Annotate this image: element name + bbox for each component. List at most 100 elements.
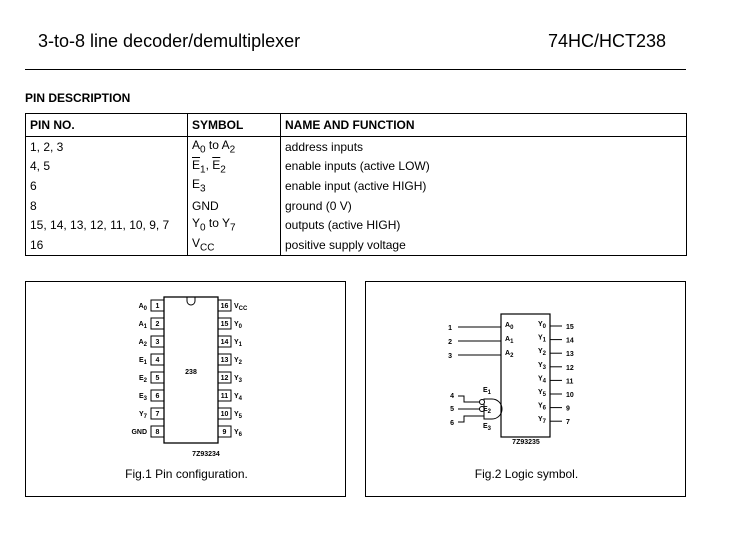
pin-number: 12 xyxy=(221,375,229,382)
pin-cell: 4, 5 xyxy=(25,156,188,177)
col-pin: PIN NO. xyxy=(25,113,188,137)
pin-number: 5 xyxy=(156,375,160,382)
pin-label: A0 xyxy=(139,303,148,312)
figure-caption: Fig.2 Logic symbol. xyxy=(474,467,579,481)
function-cell: address inputs xyxy=(280,136,687,157)
function-cell: enable input (active HIGH) xyxy=(280,176,687,196)
pin-number: 4 xyxy=(156,357,160,364)
pin-box xyxy=(217,353,232,366)
pin-box xyxy=(150,407,165,420)
output-label: Y2 xyxy=(538,348,547,357)
pin-box xyxy=(217,299,232,312)
symbol-cell: VCC xyxy=(187,234,281,256)
output-pin-number: 11 xyxy=(566,378,574,385)
output-label: Y0 xyxy=(538,321,547,330)
pin-label: Y6 xyxy=(234,429,243,438)
output-label: Y3 xyxy=(538,362,547,371)
enable-line xyxy=(458,395,481,403)
pin-box xyxy=(217,335,232,348)
enable-pin-number: 5 xyxy=(450,406,454,413)
diagram-code: 7Z93234 xyxy=(192,451,220,458)
inversion-bubble xyxy=(479,399,485,405)
pin-box xyxy=(217,389,232,402)
chip-body xyxy=(163,296,219,444)
pin-box xyxy=(150,371,165,384)
chip-notch xyxy=(186,297,196,306)
pin-box xyxy=(150,317,165,330)
figure-caption: Fig.1 Pin configuration. xyxy=(125,467,248,481)
pin-box xyxy=(150,353,165,366)
pin-box xyxy=(150,335,165,348)
part-number: 74HC/HCT238 xyxy=(548,31,667,51)
pin-cell: 6 xyxy=(25,176,188,196)
symbol-cell: Y0 to Y7 xyxy=(187,215,281,235)
pin-label: Y7 xyxy=(139,411,148,420)
pin-number: 8 xyxy=(156,429,160,436)
pin-label: E2 xyxy=(139,375,148,384)
input-label: A0 xyxy=(505,322,514,331)
pin-label: Y5 xyxy=(234,411,243,420)
pin-number: 6 xyxy=(156,393,160,400)
output-label: Y4 xyxy=(538,375,547,384)
pin-number: 16 xyxy=(221,303,229,310)
input-pin-number: 2 xyxy=(448,339,452,346)
input-pin-number: 3 xyxy=(448,353,452,360)
col-symbol: SYMBOL xyxy=(187,113,281,137)
function-cell: positive supply voltage xyxy=(280,234,687,256)
pin-number: 9 xyxy=(223,429,227,436)
pin-box xyxy=(217,425,232,438)
pin-label: A2 xyxy=(139,339,148,348)
pin-number: 13 xyxy=(221,357,229,364)
enable-label: E3 xyxy=(483,423,492,432)
function-cell: outputs (active HIGH) xyxy=(280,215,687,235)
section-title: PIN DESCRIPTION xyxy=(25,91,131,105)
pin-label: Y0 xyxy=(234,321,243,330)
pin-number: 3 xyxy=(156,339,160,346)
pin-label: Y2 xyxy=(234,357,243,366)
pin-box xyxy=(217,407,232,420)
input-label: A1 xyxy=(505,336,514,345)
pin-cell: 15, 14, 13, 12, 11, 10, 9, 7 xyxy=(25,215,188,235)
pin-label: E1 xyxy=(139,357,148,366)
pin-number: 11 xyxy=(221,393,229,400)
function-cell: enable inputs (active LOW) xyxy=(280,156,687,177)
pin-number: 2 xyxy=(156,321,160,328)
pin-number: 15 xyxy=(221,321,229,328)
pin-label: Y1 xyxy=(234,339,243,348)
pin-label: Y4 xyxy=(234,393,243,402)
output-pin-number: 9 xyxy=(566,406,570,413)
pin-label: GND xyxy=(131,429,147,436)
output-pin-number: 12 xyxy=(566,365,574,372)
pin-box xyxy=(217,371,232,384)
pin-number: 1 xyxy=(156,303,160,310)
pin-description-table: PIN NO. SYMBOL NAME AND FUNCTION 1, 2, 3… xyxy=(25,113,687,256)
header-rule xyxy=(25,69,686,70)
pin-label: E3 xyxy=(139,393,148,402)
inversion-bubble xyxy=(479,406,485,412)
output-pin-number: 13 xyxy=(566,351,574,358)
pin-box xyxy=(217,317,232,330)
enable-pin-number: 6 xyxy=(450,420,454,427)
enable-label: E2 xyxy=(483,406,492,415)
output-label: Y6 xyxy=(538,403,547,412)
symbol-cell: GND xyxy=(187,195,281,216)
and-gate xyxy=(483,398,503,420)
pin-box xyxy=(150,425,165,438)
enable-line xyxy=(458,415,484,423)
pin-label: Y3 xyxy=(234,375,243,384)
input-pin-number: 1 xyxy=(448,325,452,332)
function-cell: ground (0 V) xyxy=(280,195,687,216)
decoder-block xyxy=(500,313,551,438)
pin-box xyxy=(150,389,165,402)
pin-label: VCC xyxy=(234,303,248,312)
enable-pin-number: 4 xyxy=(450,393,454,400)
output-pin-number: 14 xyxy=(566,338,574,345)
